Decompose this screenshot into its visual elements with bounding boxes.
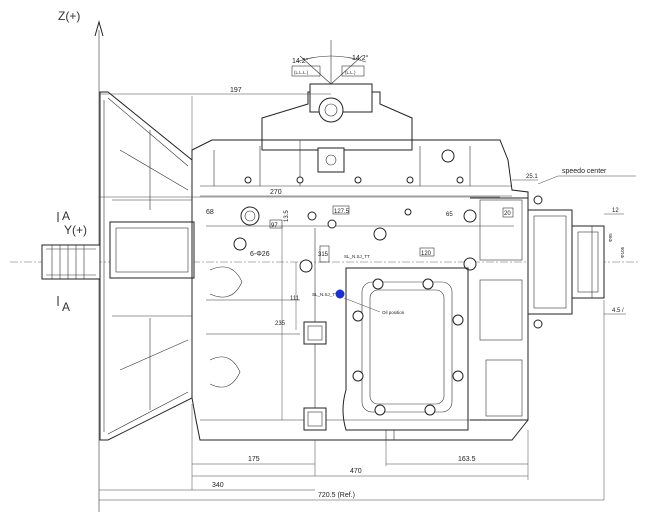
dim-120-label: 120	[421, 251, 432, 257]
output-flange: 12 Φ95 Φ105 4.5 /	[571, 208, 626, 315]
main-housing	[191, 139, 529, 441]
dim-1635-label: 163.5	[458, 456, 476, 463]
shift-rail	[303, 228, 327, 431]
dim-68-label: 68	[206, 209, 214, 216]
speedo-note: speedo center 25.1	[512, 168, 636, 185]
dim-127-label: 127.5	[334, 209, 350, 215]
angle-left-sub: (L.L.L.)	[294, 70, 309, 75]
dim-270-label: 270	[270, 189, 282, 196]
dim-12-label: 12	[612, 208, 619, 214]
input-shaft	[41, 244, 101, 280]
angle-right-sub: (L.L.)	[345, 70, 356, 75]
dim-135-label: 13.5	[284, 210, 290, 222]
dim-470-label: 470	[350, 468, 362, 475]
dim-340-label: 340	[212, 482, 224, 489]
dim-175-label: 175	[248, 456, 260, 463]
dim-6phi-label: 6-Φ26	[250, 251, 270, 258]
center-notes: SL_N.SJ_TT SL_N.SJ_TT Oil position	[312, 254, 405, 315]
dim-7205-label: 720.5 (Ref.)	[318, 492, 355, 499]
internal-dims: 68 13.5 97 127.5 65 20 120 315 6-Φ26 111…	[206, 205, 514, 420]
speedo-label: speedo center	[562, 168, 607, 175]
angle-right: 14.2°	[352, 54, 369, 62]
dim-phi95-label: Φ95	[608, 233, 613, 242]
pto-cover	[342, 267, 469, 440]
center-note-1: SL_N.SJ_TT	[344, 254, 370, 259]
rear-housing	[470, 195, 573, 421]
dim-315-label: 315	[318, 252, 329, 258]
reference-marker-icon	[335, 289, 345, 299]
oil-position-note: Oil position	[382, 310, 405, 315]
dim-phi165-label: Φ105	[620, 246, 625, 258]
dim-20-label: 20	[504, 211, 511, 217]
y-axis-label: Y(+)	[64, 223, 87, 237]
bell-housing	[99, 91, 195, 441]
bottom-dims: 175 163.5 470 340 720.5 (Ref.)	[99, 300, 605, 501]
section-markers: A A	[57, 209, 70, 314]
dim-4-label: 4.5	[612, 308, 621, 314]
angle-left: 14.2°	[292, 57, 309, 65]
section-label-bottom: A	[62, 300, 70, 314]
dim-251-label: 25.1	[526, 174, 538, 180]
z-axis-label: Z(+)	[58, 9, 80, 23]
dim-235-label: 235	[275, 321, 286, 327]
dim-197: 197	[99, 87, 331, 150]
shift-tower: 14.2° 14.2° (L.L.L.) (L.L.)	[261, 40, 413, 173]
dim-270: 270	[99, 189, 500, 198]
bolt-holes	[233, 149, 477, 273]
dim-197-label: 197	[230, 87, 242, 94]
center-note-2: SL_N.SJ_TT	[312, 292, 338, 297]
dim-slash-label: /	[622, 308, 624, 314]
dim-97-label: 97	[271, 223, 278, 229]
dim-111-label: 111	[290, 296, 300, 302]
section-label-top: A	[62, 209, 70, 223]
dim-65-label: 65	[446, 212, 453, 218]
